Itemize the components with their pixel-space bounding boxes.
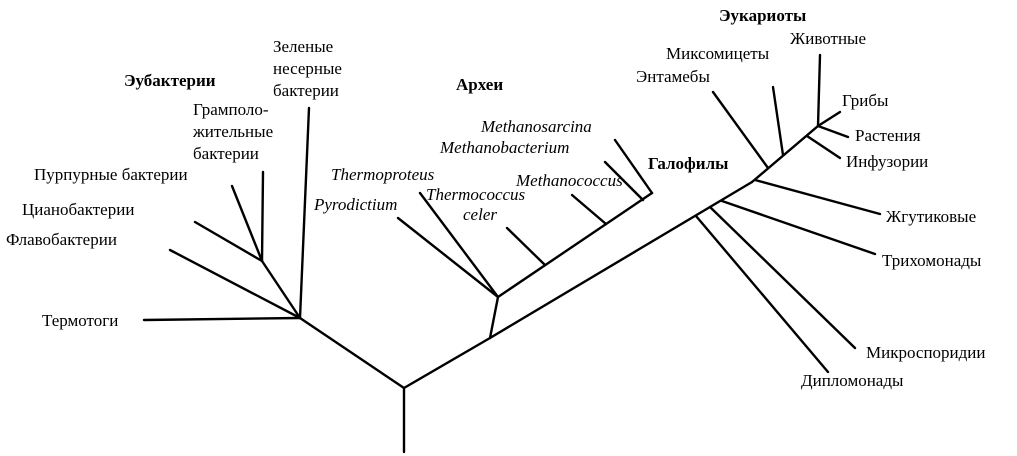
branch-purple-bacteria (230, 184, 264, 263)
branch-ciliates (805, 134, 842, 160)
label-thermococcus-2: celer (463, 205, 497, 224)
eukarya-crown-stem (708, 180, 754, 209)
label-microsporidia: Микроспоридии (866, 343, 985, 362)
eukarya-trunk (488, 205, 712, 340)
label-thermococcus-1: Thermococcus (426, 185, 526, 204)
label-purple-bacteria: Пурпурные бактерии (34, 165, 188, 184)
label-trichomonads: Трихомонады (882, 251, 982, 270)
label-diplomonads: Дипломонады (801, 371, 904, 390)
branch-fungi (816, 110, 842, 128)
branch-slime-molds (771, 85, 785, 157)
branch-diplomonads (694, 214, 830, 374)
branch-archaea-main (496, 191, 654, 299)
branch-methanococcus (570, 193, 608, 226)
branch-thermotogae (142, 316, 302, 322)
eukarya-crown (750, 124, 820, 184)
branch-methanosarcina (613, 138, 654, 195)
branch-thermococcus (505, 226, 547, 267)
label-flavobacteria: Флавобактерии (6, 230, 117, 249)
group-eukaryotes: Эукариоты (719, 6, 806, 25)
branch-microsporidia (708, 205, 857, 350)
branch-plants (816, 124, 850, 139)
branch-entamoebae (711, 90, 770, 170)
label-cyanobacteria: Цианобактерии (22, 200, 134, 219)
branch-thermoproteus (418, 191, 500, 299)
archaea-stem (488, 295, 500, 340)
label-flagellates: Жгутиковые (886, 207, 976, 226)
label-green-nonsulfur-2: несерные (273, 59, 342, 78)
branch-trichomonads (720, 199, 877, 256)
branch-methanobacterium (603, 160, 645, 202)
label-plants: Растения (855, 126, 921, 145)
label-gram-positive-3: бактерии (193, 144, 259, 163)
branch-green-nonsulfur (298, 106, 311, 320)
label-gram-positive-1: Грамполо- (193, 100, 269, 119)
label-gram-positive-2: жительные (192, 122, 273, 141)
group-eubacteria: Эубактерии (124, 71, 216, 90)
group-archaea: Археи (456, 75, 503, 94)
label-thermoproteus: Thermoproteus (331, 165, 435, 184)
archaea-eukarya-trunk (402, 336, 492, 390)
label-halophiles: Галофилы (648, 154, 728, 173)
label-animals: Животные (790, 29, 866, 48)
label-entamoebae: Энтамебы (636, 67, 710, 86)
branch-gram-cyano-clade (260, 259, 302, 320)
branch-pyrodictium (396, 216, 500, 299)
label-green-nonsulfur-1: Зеленые (273, 37, 333, 56)
branch-animals (816, 53, 822, 128)
label-green-nonsulfur-3: бактерии (273, 81, 339, 100)
branch-flagellates (753, 178, 882, 216)
label-methanobacterium: Methanobacterium (439, 138, 569, 157)
eubacteria-trunk (298, 316, 406, 390)
label-ciliates: Инфузории (846, 152, 928, 171)
label-thermotogae: Термотоги (42, 311, 118, 330)
branch-flavobacteria (168, 248, 302, 320)
label-methanosarcina: Methanosarcina (480, 117, 592, 136)
label-slime-molds: Миксомицеты (666, 44, 770, 63)
label-fungi: Грибы (842, 91, 889, 110)
branch-cyanobacteria (193, 220, 264, 263)
branch-gram-positive (260, 170, 265, 263)
label-methanococcus: Methanococcus (515, 171, 623, 190)
label-pyrodictium: Pyrodictium (313, 195, 397, 214)
